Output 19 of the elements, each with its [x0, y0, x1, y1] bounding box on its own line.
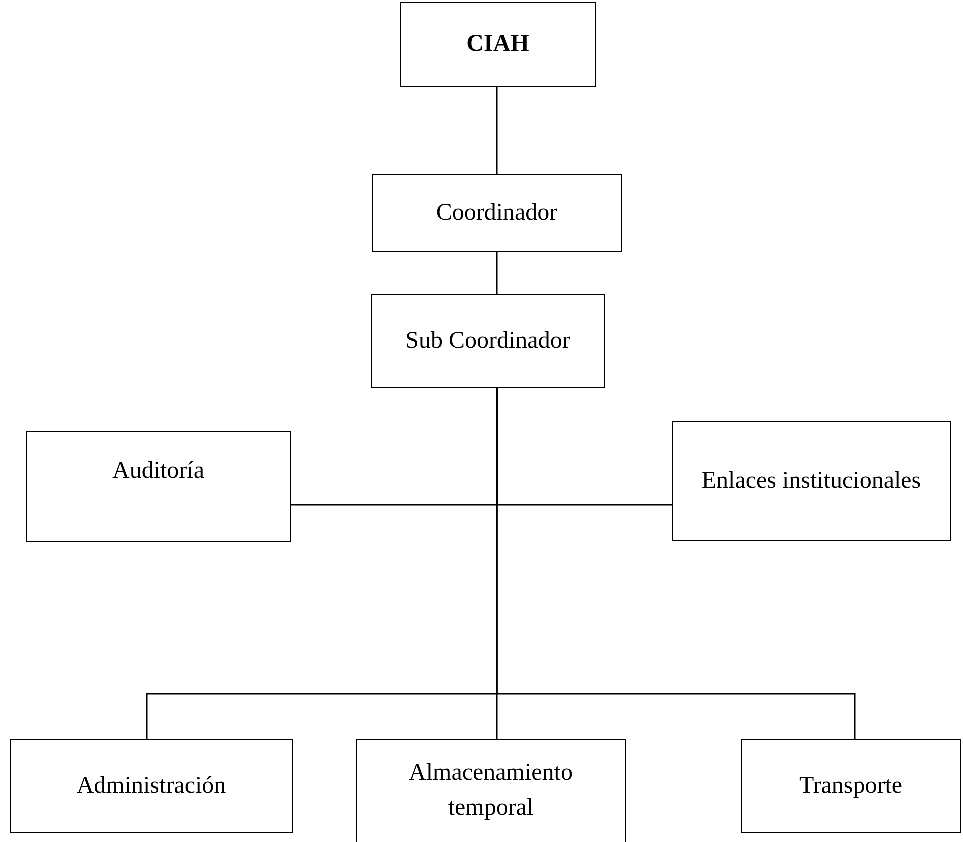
org-box	[26, 431, 291, 542]
box-label: Sub Coordinador	[406, 326, 570, 356]
box-label: CIAH	[466, 30, 530, 60]
org-box	[672, 421, 951, 541]
box-label: Administración	[76, 772, 226, 801]
org-box	[10, 739, 293, 833]
org-box	[741, 739, 961, 833]
connector-line	[496, 252, 498, 294]
box-label: Transporte	[799, 772, 903, 801]
box-label: Enlaces institucionales	[702, 466, 922, 496]
org-box	[371, 294, 605, 388]
org-box	[356, 739, 626, 842]
box-label: Almacenamiento temporal	[408, 759, 574, 823]
org-box	[400, 2, 596, 87]
box-label: Auditoría	[112, 457, 204, 486]
connector-line	[496, 87, 498, 174]
org-box	[372, 174, 622, 252]
connector-line	[496, 388, 856, 739]
box-label: Coordinador	[436, 198, 558, 228]
